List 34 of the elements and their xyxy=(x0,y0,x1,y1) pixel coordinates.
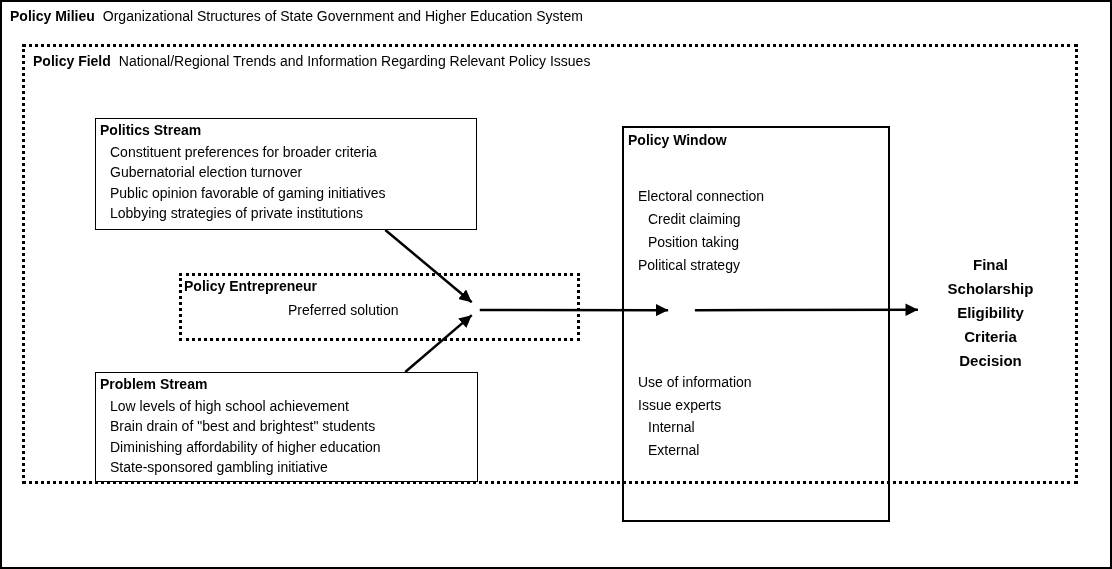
box-heading: Problem Stream xyxy=(100,376,208,392)
list-item: Low levels of high school achievement xyxy=(110,397,349,415)
arrow xyxy=(694,303,918,316)
list-item: Issue experts xyxy=(638,397,722,414)
list-item: Brain drain of "best and brightest" students xyxy=(110,418,376,435)
box-heading: Policy Window xyxy=(628,132,727,148)
list-item: Position taking xyxy=(648,234,740,251)
list-item: Diminishing affordability of higher education xyxy=(110,438,381,456)
list-item: Preferred solution xyxy=(288,302,399,319)
stream-box xyxy=(95,118,477,230)
frame-heading: Policy Milieu xyxy=(10,8,95,24)
frame-description: Organizational Structures of State Government and Higher Education System xyxy=(102,8,583,24)
list-item: State-sponsored gambling initiative xyxy=(110,459,328,476)
list-item: Use of information xyxy=(638,374,752,391)
box-heading: Policy Entrepreneur xyxy=(184,278,318,294)
stream-box xyxy=(95,372,478,482)
list-item: Credit claiming xyxy=(648,211,741,228)
arrow xyxy=(384,229,473,304)
list-item: Gubernatorial election turnover xyxy=(110,164,303,181)
entrepreneur-box xyxy=(179,273,580,341)
arrow xyxy=(479,303,669,317)
list-item: Internal xyxy=(648,419,695,436)
window-box xyxy=(622,126,890,522)
arrow xyxy=(404,314,473,373)
box-heading: Politics Stream xyxy=(100,122,202,138)
list-item: Lobbying strategies of private institutions xyxy=(110,205,363,222)
decision-label: Final Scholarship Eligibility Criteria Decision xyxy=(946,258,1035,368)
list-item: Constituent preferences for broader criteria xyxy=(110,143,377,161)
frame-description: National/Regional Trends and Information Regarding Relevant Policy Issues xyxy=(118,53,591,69)
frame-heading: Policy Field xyxy=(33,53,111,69)
list-item: Electoral connection xyxy=(638,188,765,205)
list-item: External xyxy=(648,442,700,459)
list-item: Political strategy xyxy=(638,257,740,274)
list-item: Public opinion favorable of gaming initiatives xyxy=(110,184,386,202)
